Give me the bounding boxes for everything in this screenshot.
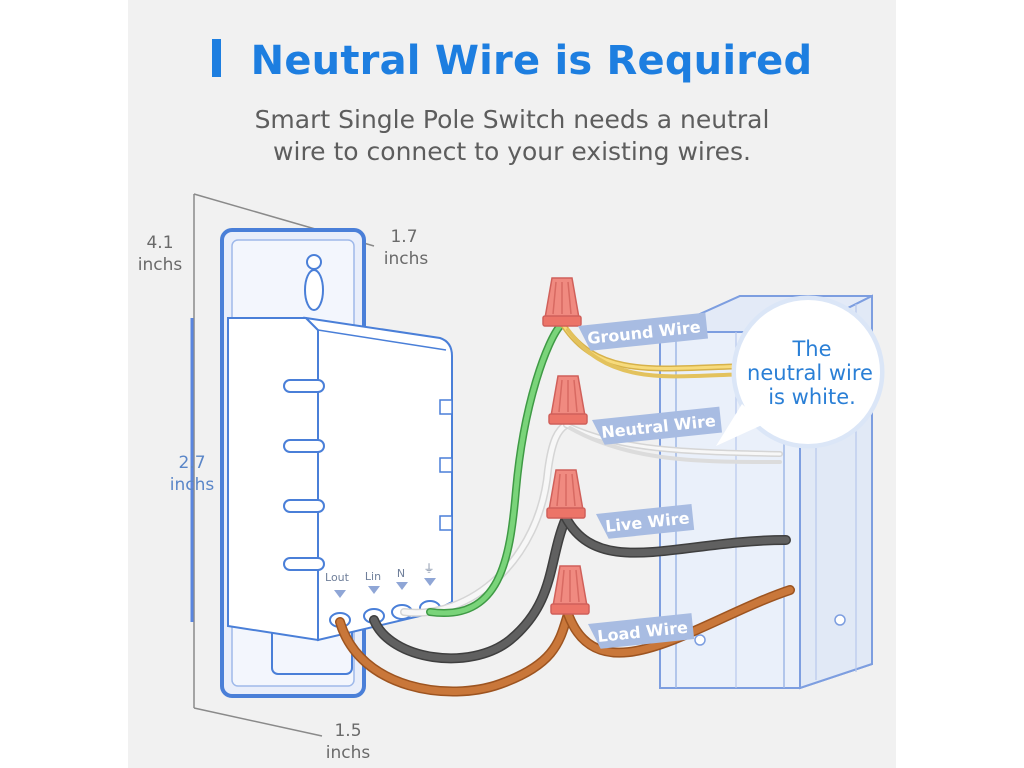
wire-nut-live-icon [546, 469, 586, 519]
smart-switch: Lout Lin N ⏚ [220, 228, 453, 698]
subtitle-line-2: wire to connect to your existing wires. [273, 137, 751, 166]
subtitle-line-1: Smart Single Pole Switch needs a neutral [254, 105, 770, 134]
callout-bubble: The neutral wire is white. [716, 295, 885, 449]
wires [335, 322, 795, 697]
dim-width-unit: inchs [384, 249, 429, 269]
subtitle: Smart Single Pole Switch needs a neutral… [0, 104, 1024, 168]
dim-depth-unit: inchs [326, 743, 371, 763]
header: Neutral Wire is Required [0, 38, 1024, 84]
wire-nut-neutral-icon [548, 375, 588, 425]
wire-nut-ground-icon [542, 277, 582, 327]
wire-nuts [542, 277, 590, 615]
dim-body-height-value: 2.7 [178, 453, 205, 473]
callout-line-3: is white. [768, 385, 856, 409]
ground-symbol-icon: ⏚ [424, 562, 435, 575]
dim-total-height-unit: inchs [138, 255, 183, 275]
terminal-label-n: N [397, 567, 405, 580]
terminal-label-lout: Lout [325, 571, 350, 584]
dimension-labels: 4.1 inchs 1.7 inchs 2.7 inchs 1.5 inchs [138, 227, 429, 763]
callout-line-2: neutral wire [747, 361, 873, 385]
terminal-label-lin: Lin [365, 570, 381, 583]
callout-line-1: The [791, 337, 831, 361]
load-wire-label: Load Wire [588, 613, 695, 649]
dim-depth-value: 1.5 [334, 721, 361, 741]
page-title: Neutral Wire is Required [250, 38, 813, 84]
dimension-lines [190, 193, 375, 737]
dim-total-height-value: 4.1 [146, 233, 173, 253]
wire-nut-load-icon [550, 565, 590, 615]
dim-width-value: 1.7 [390, 227, 417, 247]
live-wire-label: Live Wire [596, 503, 695, 539]
title-accent-bar [211, 39, 221, 77]
dim-body-height-unit: inchs [170, 475, 215, 495]
wire-labels: Ground Wire Neutral Wire Live Wire Load … [578, 312, 723, 649]
